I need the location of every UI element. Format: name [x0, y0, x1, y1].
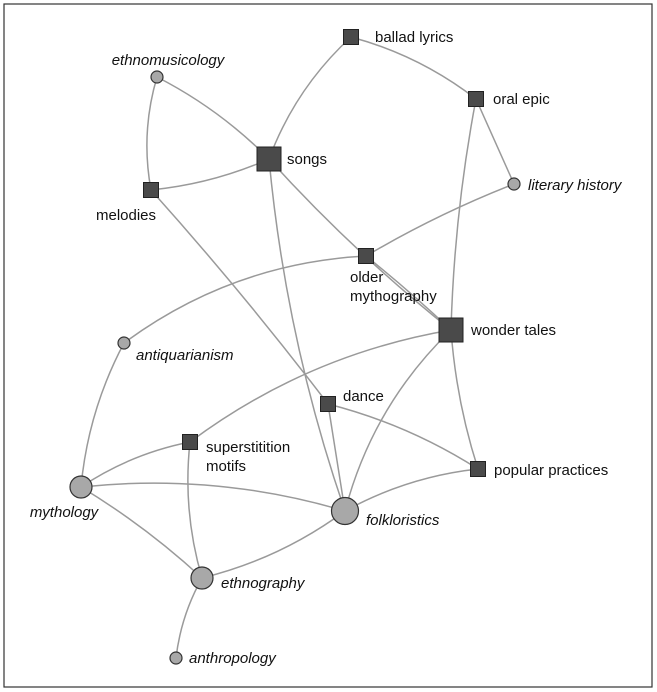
edge-superstitition-motifs-ethnography [187, 441, 203, 579]
edge-mythology-folkloristics [80, 482, 346, 512]
node-anthropology [169, 651, 183, 665]
node-label-melodies: melodies [96, 207, 156, 224]
edge-melodies-dance [150, 189, 329, 405]
edge-melodies-songs [150, 158, 270, 191]
node-popular-practices [470, 461, 486, 477]
node-label-mythology: mythology [30, 504, 100, 521]
node-songs [256, 146, 282, 172]
node-label-older-mythography: older [350, 269, 383, 286]
edge-ballad-lyrics-songs [268, 36, 352, 160]
node-label-anthropology: anthropology [189, 650, 277, 667]
node-label-folkloristics: folkloristics [366, 512, 440, 529]
node-label-oral-epic: oral epic [493, 91, 550, 108]
edges-layer [80, 36, 515, 659]
node-label-wonder-tales: wonder tales [470, 322, 556, 339]
node-label-ethnomusicology: ethnomusicology [112, 52, 226, 69]
node-label-older-mythography: mythography [350, 288, 437, 305]
node-label-superstitition-motifs: motifs [206, 458, 246, 475]
edge-wonder-tales-folkloristics [344, 329, 452, 512]
node-oral-epic [468, 91, 484, 107]
edge-oral-epic-wonder-tales [450, 98, 477, 331]
node-literary-history [507, 177, 521, 191]
edge-songs-folkloristics [268, 158, 346, 512]
node-label-dance: dance [343, 388, 384, 405]
edge-songs-wonder-tales [268, 158, 452, 331]
edge-older-mythography-antiquarianism [123, 255, 367, 344]
node-mythology [69, 475, 93, 499]
node-label-popular-practices: popular practices [494, 462, 608, 479]
node-dance [320, 396, 336, 412]
edge-literary-history-older-mythography [365, 183, 515, 257]
edge-wonder-tales-popular-practices [450, 329, 479, 470]
node-label-ethnography: ethnography [221, 575, 306, 592]
edge-popular-practices-folkloristics [344, 468, 479, 512]
node-label-literary-history: literary history [528, 177, 623, 194]
edge-ethnomusicology-melodies [146, 76, 158, 191]
node-superstitition-motifs [182, 434, 198, 450]
edge-ethnography-folkloristics [201, 510, 346, 579]
edge-antiquarianism-mythology [80, 342, 125, 488]
labels-layer: ballad lyrics ethnomusicology oral epic son… [30, 29, 623, 667]
edge-superstitition-motifs-mythology [80, 441, 191, 488]
node-ethnomusicology [150, 70, 164, 84]
nodes-layer [69, 29, 521, 665]
node-label-superstitition-motifs: superstitition [206, 439, 290, 456]
node-ethnography [190, 566, 214, 590]
edge-oral-epic-literary-history [475, 98, 515, 185]
node-label-antiquarianism: antiquarianism [136, 347, 234, 364]
node-label-songs: songs [287, 151, 327, 168]
node-antiquarianism [117, 336, 131, 350]
edge-wonder-tales-superstitition-motifs [189, 329, 452, 443]
node-older-mythography [358, 248, 374, 264]
edge-dance-popular-practices [327, 403, 479, 470]
node-folkloristics [330, 496, 360, 526]
edge-ballad-lyrics-oral-epic [350, 36, 477, 100]
node-melodies [143, 182, 159, 198]
diagram-frame [3, 3, 653, 688]
node-wonder-tales [438, 317, 464, 343]
node-label-ballad-lyrics: ballad lyrics [375, 29, 453, 46]
edge-mythology-ethnography [80, 486, 203, 579]
node-ballad-lyrics [343, 29, 359, 45]
